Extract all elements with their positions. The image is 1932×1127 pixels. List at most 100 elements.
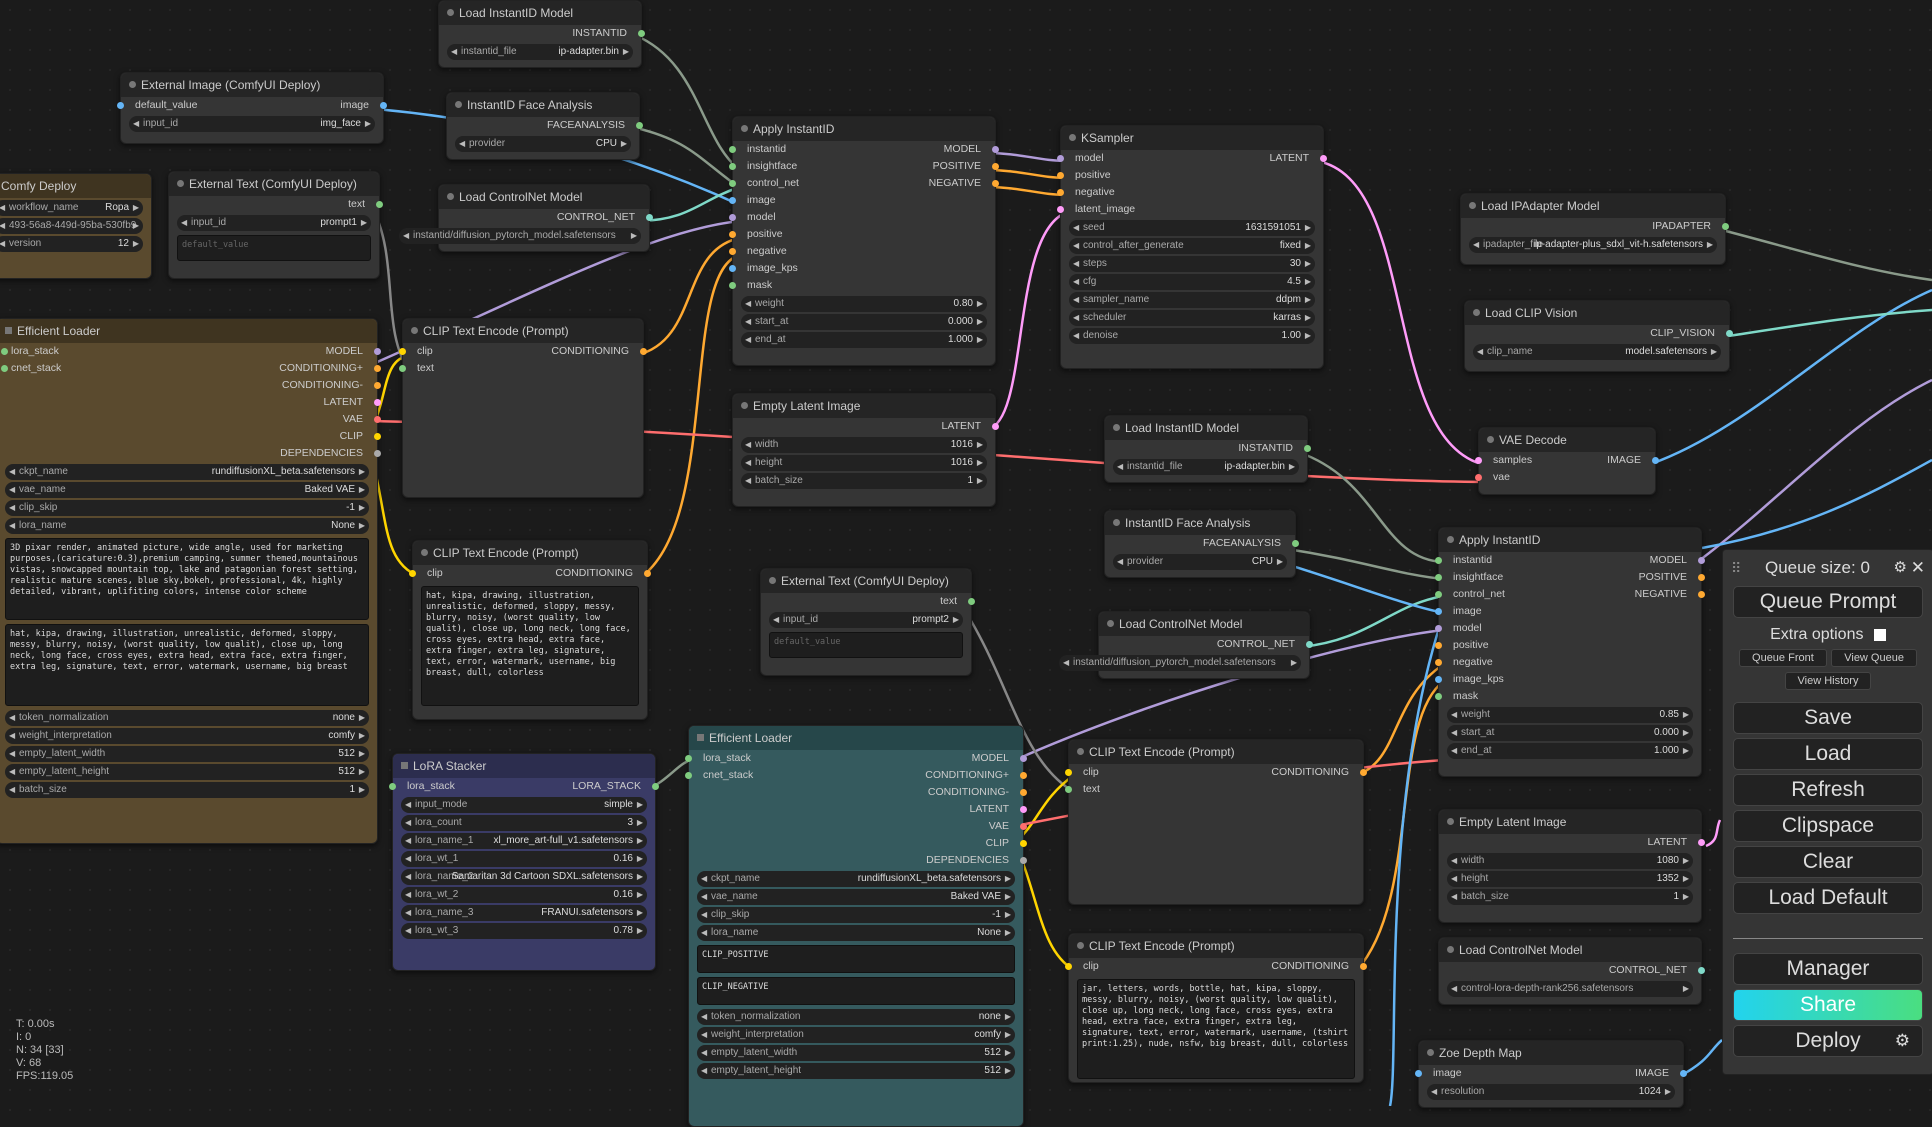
clear-button[interactable]: Clear xyxy=(1733,846,1923,878)
input-socket[interactable] xyxy=(1435,659,1442,666)
input-socket[interactable] xyxy=(1435,557,1442,564)
load-button[interactable]: Load xyxy=(1733,738,1923,770)
output-socket[interactable] xyxy=(636,122,643,129)
input-socket[interactable] xyxy=(1,348,8,355)
node-load-instantid-1[interactable]: Load InstantID Model INSTANTID instantid… xyxy=(438,0,645,68)
collapse-dot-icon[interactable] xyxy=(1487,436,1494,443)
output-socket[interactable] xyxy=(380,102,387,109)
output-socket[interactable] xyxy=(1360,963,1367,970)
combo-widget[interactable]: instantid/diffusion_pytorch_model.safete… xyxy=(1059,655,1301,671)
input-socket[interactable] xyxy=(729,197,736,204)
share-button[interactable]: Share xyxy=(1733,989,1923,1021)
output-socket[interactable] xyxy=(640,348,647,355)
node-external-text-2[interactable]: External Text (ComfyUI Deploy) text inpu… xyxy=(760,568,975,676)
load-default-button[interactable]: Load Default xyxy=(1733,882,1923,914)
collapse-dot-icon[interactable] xyxy=(741,125,748,132)
collapse-dot-icon[interactable] xyxy=(1107,620,1114,627)
output-socket[interactable] xyxy=(1360,769,1367,776)
collapse-dot-icon[interactable] xyxy=(455,101,462,108)
input-socket[interactable] xyxy=(1435,591,1442,598)
output-socket[interactable] xyxy=(1320,155,1327,162)
input-socket[interactable] xyxy=(729,248,736,255)
input-socket[interactable] xyxy=(389,783,396,790)
output-socket[interactable] xyxy=(992,163,999,170)
number-widget[interactable]: clip_skip-1 xyxy=(5,500,369,516)
input-socket[interactable] xyxy=(1435,642,1442,649)
text-widget[interactable]: 493-56a8-449d-95ba-530fb9 xyxy=(0,218,143,234)
input-socket[interactable] xyxy=(729,180,736,187)
number-widget[interactable]: clip_skip-1 xyxy=(697,907,1015,923)
output-socket[interactable] xyxy=(1698,574,1705,581)
output-socket[interactable] xyxy=(652,783,659,790)
output-socket[interactable] xyxy=(376,201,383,208)
collapse-dot-icon[interactable] xyxy=(411,327,418,334)
collapse-dot-icon[interactable] xyxy=(1447,536,1454,543)
output-socket[interactable] xyxy=(1652,457,1659,464)
prompt-textarea[interactable]: hat, kipa, drawing, illustration, unreal… xyxy=(421,586,639,706)
node-controlnet-3[interactable]: Load ControlNet Model CONTROL_NET contro… xyxy=(1438,937,1705,1005)
combo-widget[interactable]: control-lora-depth-rank256.safetensors xyxy=(1447,981,1693,997)
close-icon[interactable]: ✕ xyxy=(1910,558,1925,577)
number-widget[interactable]: lora_wt_30.78 xyxy=(401,923,647,939)
output-socket[interactable] xyxy=(374,433,381,440)
collapse-dot-icon[interactable] xyxy=(1447,946,1454,953)
extra-options-checkbox[interactable] xyxy=(1873,628,1886,641)
collapse-dot-icon[interactable] xyxy=(1113,519,1120,526)
input-socket[interactable] xyxy=(729,282,736,289)
queue-prompt-button[interactable]: Queue Prompt xyxy=(1733,586,1923,618)
output-socket[interactable] xyxy=(992,146,999,153)
node-face-analysis-2[interactable]: InstantID Face Analysis FACEANALYSIS pro… xyxy=(1104,510,1299,578)
output-socket[interactable] xyxy=(374,348,381,355)
input-socket[interactable] xyxy=(1435,693,1442,700)
collapse-dot-icon[interactable] xyxy=(769,577,776,584)
input-socket[interactable] xyxy=(399,365,406,372)
output-socket[interactable] xyxy=(968,598,975,605)
input-socket[interactable] xyxy=(729,265,736,272)
drag-handle-icon[interactable]: ⠿ xyxy=(1731,560,1742,576)
collapse-dot-icon[interactable] xyxy=(129,81,136,88)
output-socket[interactable] xyxy=(1698,557,1705,564)
output-socket[interactable] xyxy=(1020,857,1027,864)
output-socket[interactable] xyxy=(374,416,381,423)
output-socket[interactable] xyxy=(1722,223,1729,230)
collapse-dot-icon[interactable] xyxy=(1469,202,1476,209)
output-socket[interactable] xyxy=(644,570,651,577)
node-ipadapter[interactable]: Load IPAdapter Model IPADAPTER ipadapter… xyxy=(1460,193,1729,265)
input-socket[interactable] xyxy=(1435,574,1442,581)
input-socket[interactable] xyxy=(685,755,692,762)
output-socket[interactable] xyxy=(1698,967,1705,974)
node-clip-vision[interactable]: Load CLIP Vision CLIP_VISION clip_namemo… xyxy=(1464,300,1733,372)
collapse-dot-icon[interactable] xyxy=(1077,942,1084,949)
positive-prompt-textarea[interactable]: CLIP_POSITIVE xyxy=(697,945,1015,973)
output-socket[interactable] xyxy=(1020,772,1027,779)
input-socket[interactable] xyxy=(685,772,692,779)
output-socket[interactable] xyxy=(1292,540,1299,547)
